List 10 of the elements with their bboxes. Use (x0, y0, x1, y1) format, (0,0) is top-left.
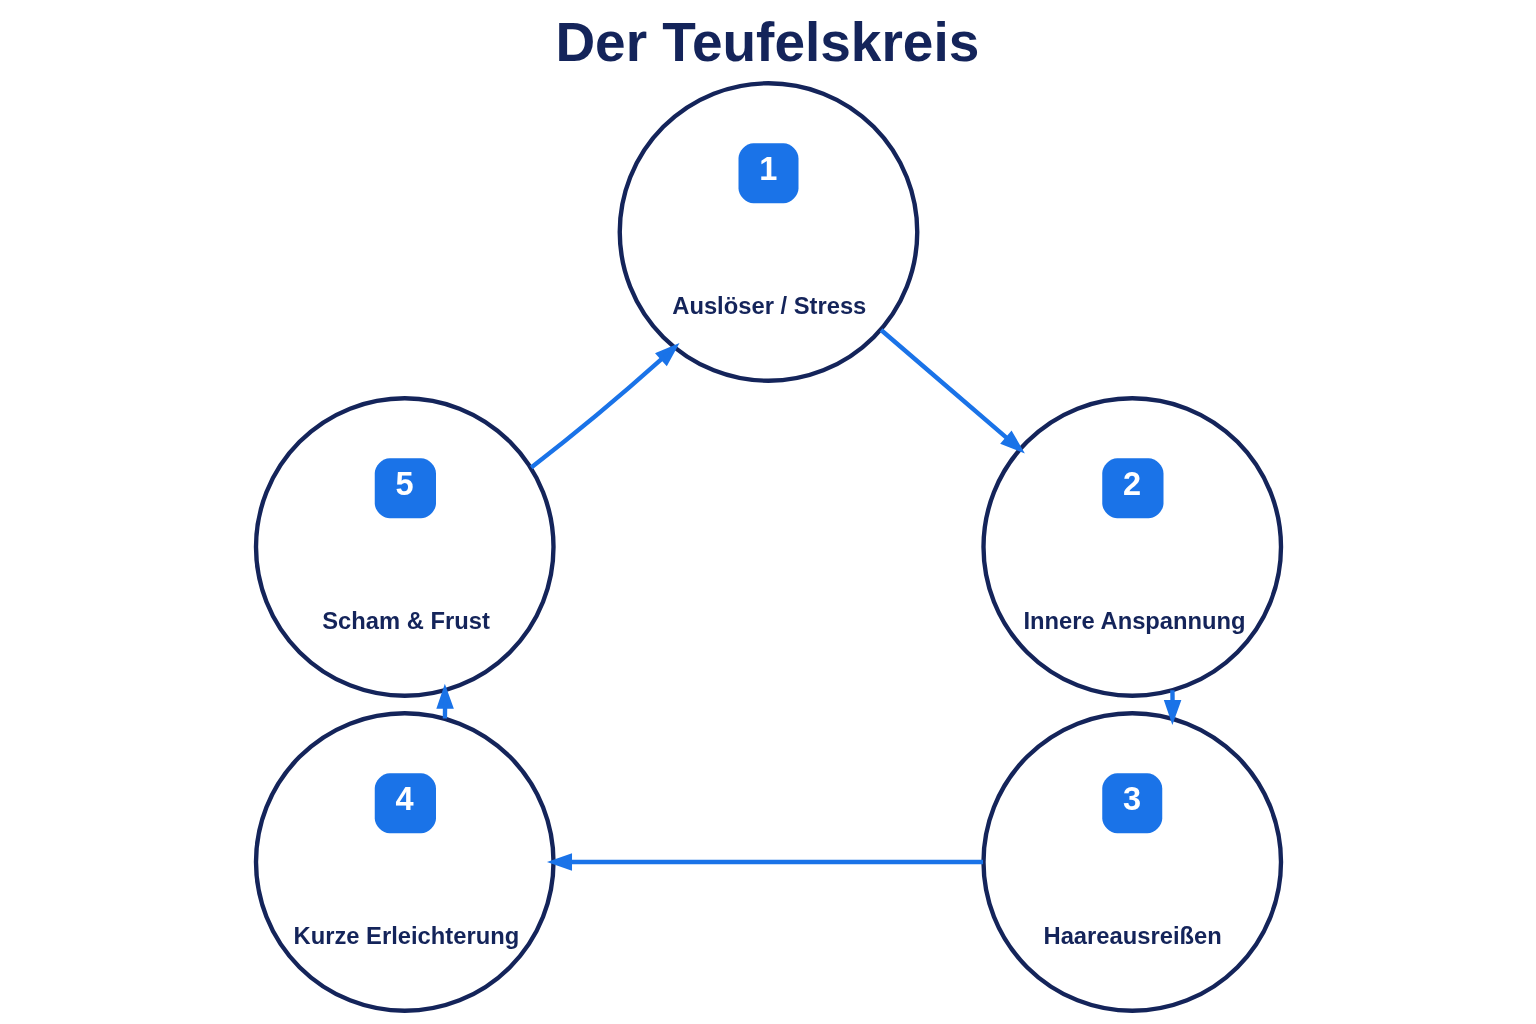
node-circle: 5 Scham & Frust (253, 396, 556, 698)
arrow (546, 853, 983, 871)
node-circle: 2 Innere Anspannung (980, 396, 1283, 698)
arrow (529, 342, 680, 470)
arrow (879, 328, 1025, 454)
arrow (1163, 690, 1181, 726)
diagram-title: Der Teufelskreis (554, 11, 979, 73)
node-circle: 4 Kurze Erleichterung (253, 711, 556, 1013)
node-circle: 1 Auslöser / Stress (617, 81, 919, 383)
node-circle: 3 Haareausreißen (980, 711, 1283, 1013)
